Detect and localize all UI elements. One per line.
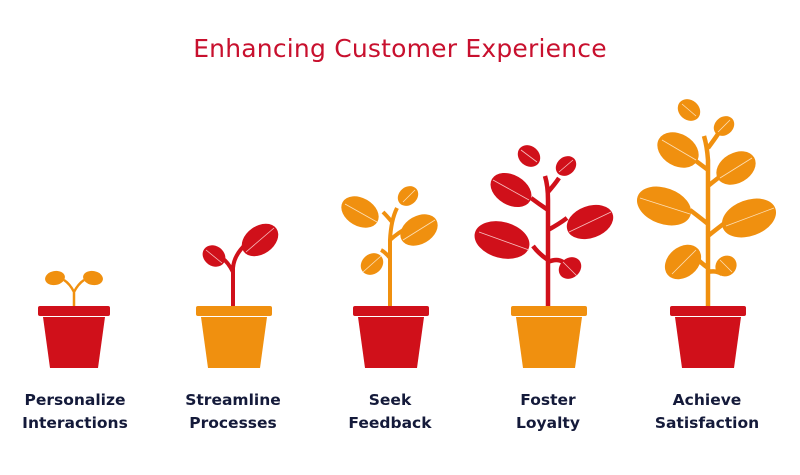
step-label: Streamline Processes: [158, 389, 308, 435]
label-line-1: Foster: [520, 391, 576, 409]
label-line-2: Feedback: [348, 414, 432, 432]
label-line-1: Streamline: [185, 391, 281, 409]
sprout-icon: [38, 270, 110, 368]
growing-plant-icon: [474, 145, 614, 368]
young-plant-icon: [341, 186, 438, 368]
step-seek-feedback: Seek Feedback: [315, 0, 465, 475]
step-label: Foster Loyalty: [473, 389, 623, 435]
label-line-2: Loyalty: [516, 414, 580, 432]
mature-plant-icon: [636, 99, 777, 368]
label-line-1: Achieve: [672, 391, 742, 409]
step-foster-loyalty: Foster Loyalty: [473, 0, 623, 475]
step-personalize-interactions: Personalize Interactions: [0, 0, 150, 475]
label-line-2: Satisfaction: [654, 414, 760, 432]
step-streamline-processes: Streamline Processes: [158, 0, 308, 475]
label-line-1: Seek: [368, 391, 412, 409]
step-label: Achieve Satisfaction: [632, 389, 782, 435]
step-achieve-satisfaction: Achieve Satisfaction: [632, 0, 782, 475]
seedling-icon: [196, 223, 279, 368]
label-line-2: Processes: [189, 414, 277, 432]
label-line-2: Interactions: [22, 414, 128, 432]
step-label: Seek Feedback: [315, 389, 465, 435]
step-label: Personalize Interactions: [0, 389, 150, 435]
page-title: Enhancing Customer Experience: [193, 34, 607, 63]
label-line-1: Personalize: [24, 391, 126, 409]
